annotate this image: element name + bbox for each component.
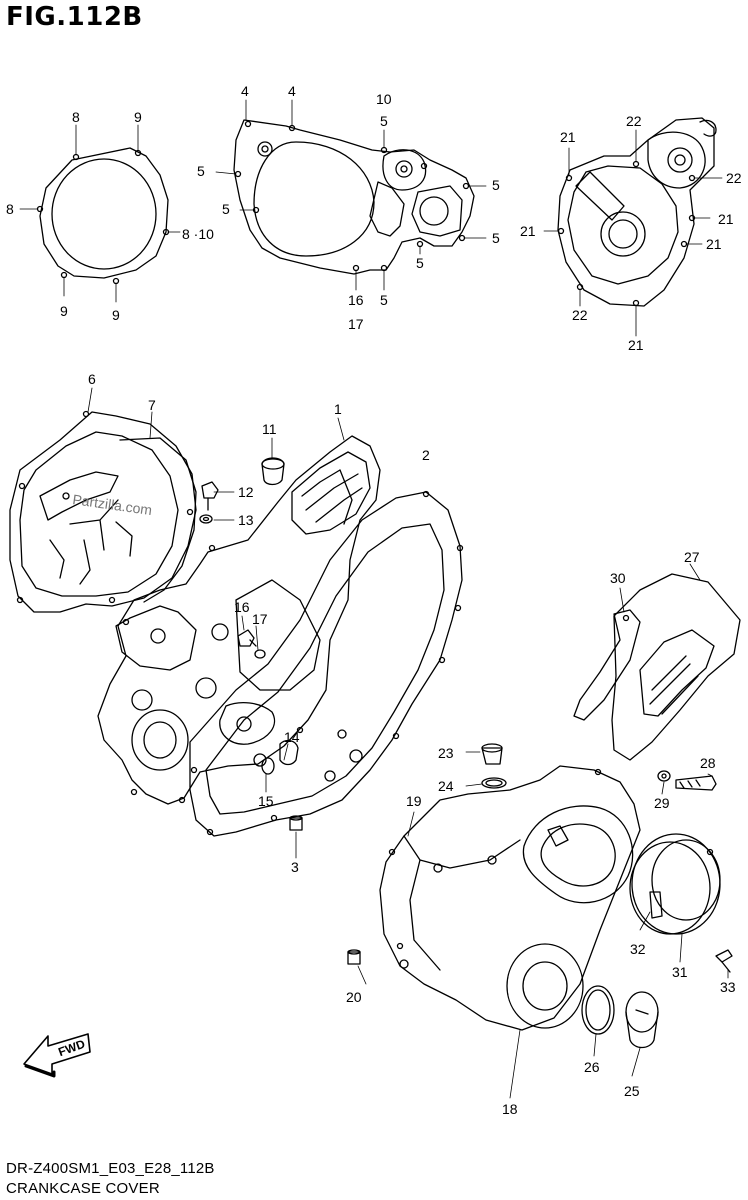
callout-11: 11 [262,421,277,437]
callout-10: 10 [376,91,392,107]
callout-5: 5 [492,230,500,246]
inspection-cover-drawing [629,833,721,935]
callout-1: 1 [334,401,342,417]
callout-31: 31 [672,964,688,980]
callout-8: 8 [6,201,14,217]
figure-title: FIG.112B [6,2,143,32]
callout-28: 28 [700,755,716,771]
magneto-cover-gasket-drawing [557,117,717,307]
small-hardware-drawing [199,457,733,973]
callout-2: 2 [422,447,430,463]
callout-21: 21 [560,129,576,145]
watermark-text: Partzilla.com [72,491,154,518]
leader-lines [19,99,729,1099]
crankcase-cover-gasket-drawing [233,119,475,275]
callout-25: 25 [624,1083,640,1099]
callout-16: 16 [348,292,364,308]
callout-5: 5 [197,163,205,179]
crankcase-gasket-drawing [189,490,464,837]
cap-and-oring-drawing [581,985,659,1049]
callout-23: 23 [438,745,454,761]
clutch-cover-drawing [9,410,197,613]
callout-22: 22 [726,170,742,186]
callout-15: 15 [258,793,274,809]
callout-5: 5 [222,201,230,217]
callout-12: 12 [238,484,254,500]
callout-32: 32 [630,941,646,957]
callout-5: 5 [492,177,500,193]
callout-7: 7 [148,397,156,413]
fwd-arrow-icon: FWD [23,1033,91,1078]
callout-labels: 8 9 8 8 ·10 9 9 4 4 10 5 5 5 5 5 5 5 16 … [6,83,742,1117]
callout-5: 5 [416,255,424,271]
callout-20: 20 [346,989,362,1005]
callout-21: 21 [628,337,644,353]
callout-26: 26 [584,1059,600,1075]
outer-cover-drawing [379,765,641,1031]
diagram-caption: CRANKCASE COVER [6,1180,160,1197]
callout-24: 24 [438,778,454,794]
callout-22: 22 [626,113,642,129]
callout-9: 9 [134,109,142,125]
callout-17: 17 [252,611,268,627]
callout-18: 18 [502,1101,518,1117]
crankcase-cover-drawing [97,435,381,805]
callout-9: 9 [60,303,68,319]
callout-16: 16 [234,599,250,615]
callout-27: 27 [684,549,700,565]
callout-13: 13 [238,512,254,528]
diagram-code: DR-Z400SM1_E03_E28_112B [6,1160,215,1177]
callout-5: 5 [380,292,388,308]
callout-14: 14 [284,729,300,745]
callout-8-10: 8 ·10 [182,226,214,242]
callout-21: 21 [520,223,536,239]
callout-17: 17 [348,316,364,332]
callout-22: 22 [572,307,588,323]
clutch-cover-gasket-drawing [36,147,170,285]
callout-33: 33 [720,979,736,995]
callout-30: 30 [610,570,626,586]
callout-21: 21 [718,211,734,227]
callout-29: 29 [654,795,670,811]
sprocket-cover-drawing [573,573,741,761]
callout-9: 9 [112,307,120,323]
callout-6: 6 [88,371,96,387]
callout-4: 4 [241,83,249,99]
callout-21: 21 [706,236,722,252]
callout-3: 3 [291,859,299,875]
callout-5: 5 [380,113,388,129]
callout-8: 8 [72,109,80,125]
callout-19: 19 [406,793,422,809]
callout-4: 4 [288,83,296,99]
